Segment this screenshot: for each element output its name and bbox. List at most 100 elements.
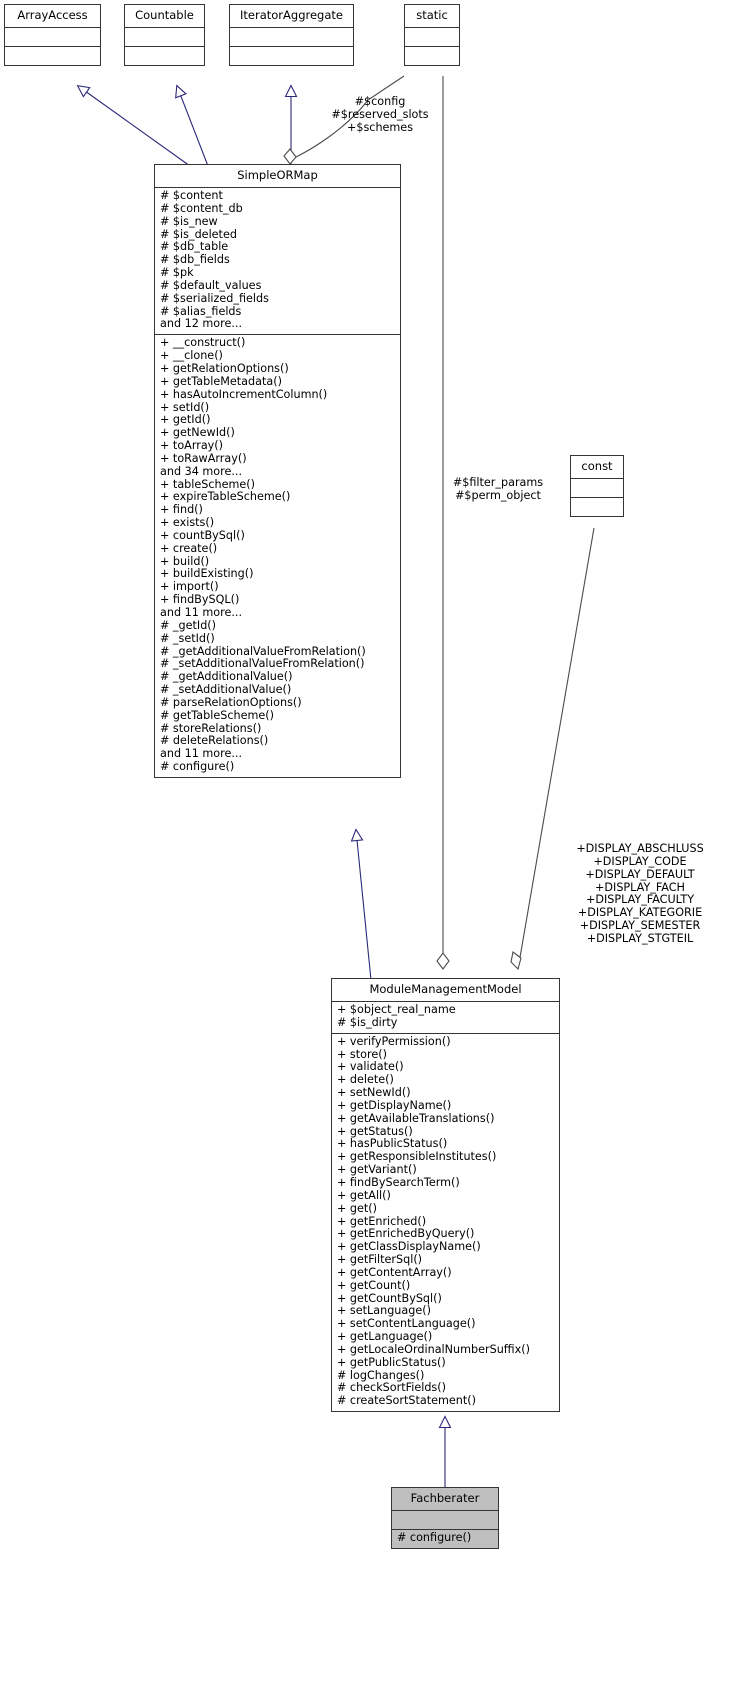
edge-label-static-simpleormap: #$config#$reserved_slots+$schemes (310, 95, 450, 135)
class-methods-iteratoraggregate (230, 47, 353, 65)
member-row: #$reserved_slots (331, 107, 429, 121)
class-attributes-fachberater (392, 1511, 498, 1530)
member-row: # $db_fields (160, 253, 230, 267)
class-node-fachberater[interactable]: Fachberater # configure() (391, 1487, 499, 1549)
member-row: + getResponsibleInstitutes() (337, 1150, 497, 1164)
member-row: + buildExisting() (160, 567, 254, 581)
member-row: # configure() (397, 1531, 472, 1544)
member-row: + getAll() (337, 1188, 391, 1202)
class-node-arrayaccess[interactable]: ArrayAccess (4, 4, 101, 66)
member-row: +DISPLAY_SEMESTER (579, 919, 701, 933)
class-title-fachberater: Fachberater (392, 1488, 498, 1511)
class-title-simpleormap: SimpleORMap (155, 165, 400, 188)
member-row: + $object_real_name (337, 1003, 456, 1016)
class-title-const: const (571, 456, 623, 479)
member-row: + get() (337, 1201, 378, 1215)
member-row: # $alias_fields (160, 304, 242, 318)
member-row: +DISPLAY_FACULTY (585, 893, 695, 907)
class-attributes-arrayaccess (5, 28, 100, 47)
member-row: # $default_values (160, 278, 262, 292)
member-row: + tableScheme() (160, 477, 256, 491)
member-row: +DISPLAY_CODE (593, 854, 687, 868)
class-title-modulemanagementmodel: ModuleManagementModel (332, 979, 559, 1002)
member-row: + create() (160, 541, 218, 555)
member-row: + getClassDisplayName() (337, 1240, 481, 1254)
class-attributes-const (571, 479, 623, 498)
class-node-iteratoraggregate[interactable]: IteratorAggregate (229, 4, 354, 66)
class-title-static: static (405, 5, 459, 28)
member-row: and 11 more... (160, 747, 243, 761)
member-row: #$filter_params (452, 476, 544, 489)
class-methods-static (405, 47, 459, 65)
class-title-arrayaccess: ArrayAccess (5, 5, 100, 28)
member-row: # $db_table (160, 240, 229, 254)
member-row: + verifyPermission() (337, 1034, 451, 1048)
member-row: + toRawArray() (160, 451, 247, 465)
member-row: + getLanguage() (337, 1330, 433, 1344)
member-row: # $pk (160, 266, 194, 280)
member-row: + expireTableScheme() (160, 490, 291, 504)
member-row: # configure() (160, 760, 235, 774)
member-row: + getTableMetadata() (160, 374, 282, 388)
member-row: + getCount() (337, 1278, 411, 1292)
member-row: # $is_new (160, 214, 218, 228)
member-row: # _getAdditionalValue() (160, 670, 293, 684)
class-title-countable: Countable (125, 5, 204, 28)
member-row: and 11 more... (160, 606, 243, 619)
member-row: # createSortStatement() (337, 1394, 476, 1408)
member-row: + findBySearchTerm() (337, 1175, 460, 1189)
member-row: + validate() (337, 1060, 404, 1074)
edge-label-const-modulemanagementmodel: +DISPLAY_ABSCHLUSS+DISPLAY_CODE+DISPLAY_… (536, 842, 744, 946)
member-row: + __clone() (160, 349, 223, 363)
class-attributes-static (405, 28, 459, 47)
class-methods-simpleormap: + __construct()+ __clone()+ getRelationO… (155, 335, 400, 777)
class-methods-countable (125, 47, 204, 65)
member-row: + getPublicStatus() (337, 1355, 446, 1369)
member-row: + getVariant() (337, 1163, 417, 1177)
member-row: # $is_dirty (337, 1015, 398, 1029)
class-methods-modulemanagementmodel: + verifyPermission()+ store()+ validate(… (332, 1034, 559, 1411)
member-row: #$perm_object (455, 488, 541, 502)
member-row: # _getAdditionalValueFromRelation() (160, 644, 366, 658)
member-row: + getContentArray() (337, 1265, 452, 1279)
member-row: + toArray() (160, 439, 224, 453)
edge-label-static-modulemanagementmodel: #$filter_params#$perm_object (428, 476, 568, 503)
class-title-iteratoraggregate: IteratorAggregate (230, 5, 353, 28)
member-row: # _setAdditionalValueFromRelation() (160, 657, 365, 671)
member-row: + getFilterSql() (337, 1253, 423, 1267)
class-methods-const (571, 498, 623, 516)
member-row: # deleteRelations() (160, 734, 269, 748)
member-row: + findBySQL() (160, 593, 240, 607)
member-row: # storeRelations() (160, 721, 262, 735)
member-row: + getEnrichedByQuery() (337, 1227, 475, 1241)
member-row: # logChanges() (337, 1368, 425, 1382)
member-row: and 34 more... (160, 464, 243, 478)
member-row: and 12 more... (160, 317, 243, 331)
class-attributes-modulemanagementmodel: + $object_real_name# $is_dirty (332, 1002, 559, 1034)
class-attributes-countable (125, 28, 204, 47)
class-node-simpleormap[interactable]: SimpleORMap # $content# $content_db# $is… (154, 164, 401, 778)
member-row: # $content_db (160, 201, 243, 215)
member-row: +DISPLAY_STGTEIL (586, 931, 694, 945)
class-node-static[interactable]: static (404, 4, 460, 66)
member-row: + getEnriched() (337, 1214, 427, 1228)
class-node-modulemanagementmodel[interactable]: ModuleManagementModel + $object_real_nam… (331, 978, 560, 1413)
class-node-const[interactable]: const (570, 455, 624, 517)
member-row: + store() (337, 1047, 387, 1061)
member-row: + getAvailableTranslations() (337, 1111, 495, 1125)
class-methods-arrayaccess (5, 47, 100, 65)
member-row: + delete() (337, 1073, 394, 1087)
member-row: # getTableScheme() (160, 708, 274, 722)
member-row: + setId() (160, 400, 210, 414)
member-row: + import() (160, 580, 219, 594)
member-row: + setContentLanguage() (337, 1317, 476, 1331)
member-row: +DISPLAY_DEFAULT (585, 867, 695, 881)
member-row: + getNewId() (160, 426, 235, 440)
member-row: # _setAdditionalValue() (160, 683, 292, 697)
class-node-countable[interactable]: Countable (124, 4, 205, 66)
class-methods-fachberater: # configure() (392, 1530, 498, 1548)
member-row: + getStatus() (337, 1124, 413, 1138)
member-row: + find() (160, 503, 203, 517)
member-row: + setNewId() (337, 1086, 411, 1100)
